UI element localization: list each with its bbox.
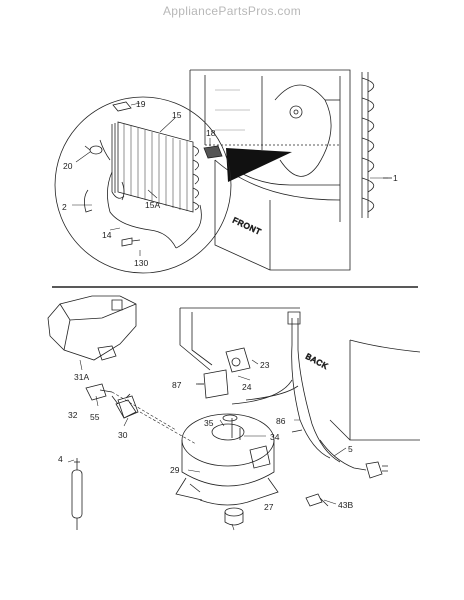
cord-clip xyxy=(305,493,329,507)
cabinet-top-view: FRONT xyxy=(189,69,351,271)
condenser-coil xyxy=(84,101,223,249)
front-label: FRONT xyxy=(231,216,263,237)
callout-86: 86 xyxy=(276,416,286,426)
callout-1: 1 xyxy=(393,173,398,183)
start-relay xyxy=(117,395,139,419)
callout-14: 14 xyxy=(102,230,112,240)
filter-drier xyxy=(71,458,83,530)
callout-30: 30 xyxy=(118,430,128,440)
grommet xyxy=(224,507,244,526)
side-coil xyxy=(361,72,392,218)
callout-35: 35 xyxy=(204,418,214,428)
bracket xyxy=(196,347,251,399)
back-label: BACK xyxy=(304,352,330,371)
compressor xyxy=(175,413,279,506)
callout-55: 55 xyxy=(90,412,100,422)
callout-24: 24 xyxy=(242,382,252,392)
callout-32: 32 xyxy=(68,410,78,420)
callout-18: 18 xyxy=(206,128,216,138)
magnifier-circle xyxy=(54,96,232,274)
callout-27: 27 xyxy=(264,502,274,512)
callout-87: 87 xyxy=(172,380,182,390)
callout-43b: 43B xyxy=(338,500,353,510)
callout-19: 19 xyxy=(136,99,146,109)
zoom-wedge xyxy=(226,148,292,182)
callout-5: 5 xyxy=(348,444,353,454)
callout-15: 15 xyxy=(172,110,182,120)
callout-29: 29 xyxy=(170,465,180,475)
callout-2: 2 xyxy=(62,202,67,212)
drain-pan xyxy=(47,295,137,361)
power-cord xyxy=(319,439,388,479)
callout-15a: 15A xyxy=(145,200,160,210)
callout-130: 130 xyxy=(134,258,148,268)
callout-20: 20 xyxy=(63,161,73,171)
callout-34: 34 xyxy=(270,432,280,442)
callout-23: 23 xyxy=(260,360,270,370)
watermark: AppliancePartsPros.com xyxy=(163,4,301,18)
callout-31a: 31A xyxy=(74,372,89,382)
callout-4: 4 xyxy=(58,454,63,464)
